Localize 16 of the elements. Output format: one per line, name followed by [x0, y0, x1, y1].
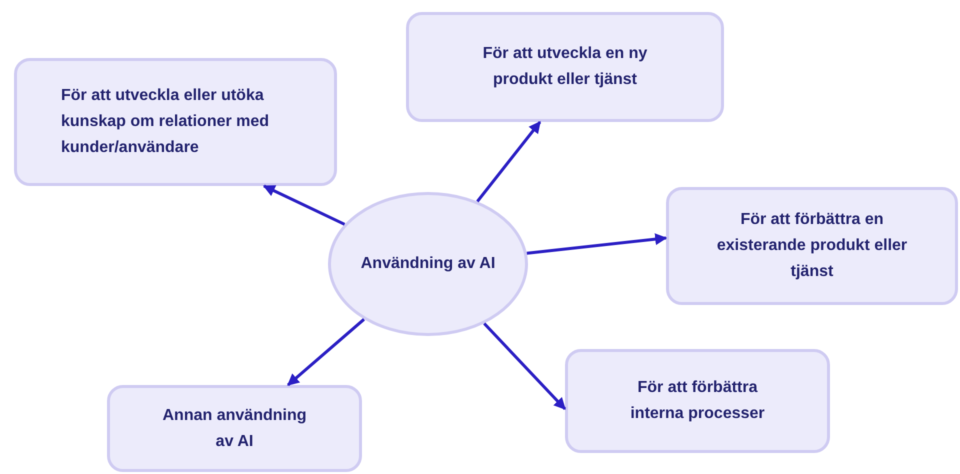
- node-text: Annan användning av AI: [162, 406, 308, 452]
- category-box: [565, 349, 830, 453]
- arrow: [483, 322, 566, 410]
- arrow: [526, 233, 668, 255]
- category-box: [14, 58, 337, 186]
- arrow: [262, 184, 346, 226]
- category-box: [666, 187, 958, 305]
- node-text: Användning av AI: [360, 254, 496, 274]
- node-text: För att förbättra en existerande produkt eller tjänst: [716, 210, 908, 282]
- arrow: [476, 121, 542, 202]
- category-box: [107, 385, 362, 472]
- category-box: [406, 12, 724, 122]
- node-text: För att förbättra interna processer: [629, 378, 766, 424]
- node-text: För att utveckla en ny produkt eller tjänst: [482, 44, 648, 90]
- node-text: För att utveckla eller utöka kunskap om relationer med kunder/användare: [60, 86, 270, 158]
- arrow: [287, 318, 365, 386]
